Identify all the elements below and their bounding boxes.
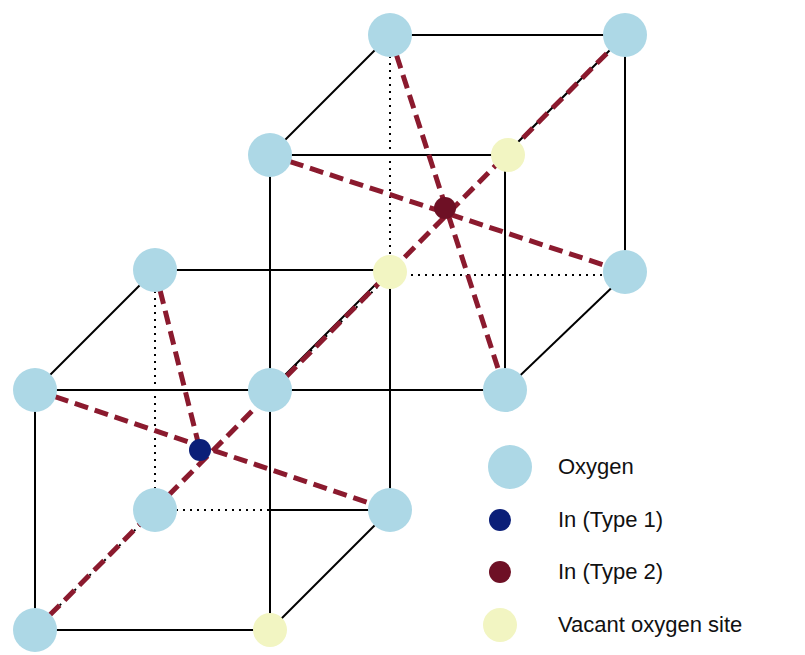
- legend-text: In (Type 1): [558, 509, 663, 531]
- legend-text: In (Type 2): [558, 561, 663, 583]
- indium-type2: [434, 197, 456, 219]
- hidden-edges: [35, 35, 625, 630]
- legend-text: Oxygen: [558, 456, 634, 478]
- legend-swatch: [489, 509, 511, 531]
- legend-swatch: [489, 561, 511, 583]
- indium-type1: [189, 439, 211, 461]
- bond-lines: [35, 35, 625, 630]
- legend-text: Vacant oxygen site: [558, 614, 742, 636]
- cube-edges: [35, 35, 625, 630]
- legend-swatch: [483, 608, 517, 642]
- legend-swatch: [488, 445, 532, 489]
- vacant-sites: [253, 138, 525, 647]
- oxygen-atoms: [13, 13, 647, 652]
